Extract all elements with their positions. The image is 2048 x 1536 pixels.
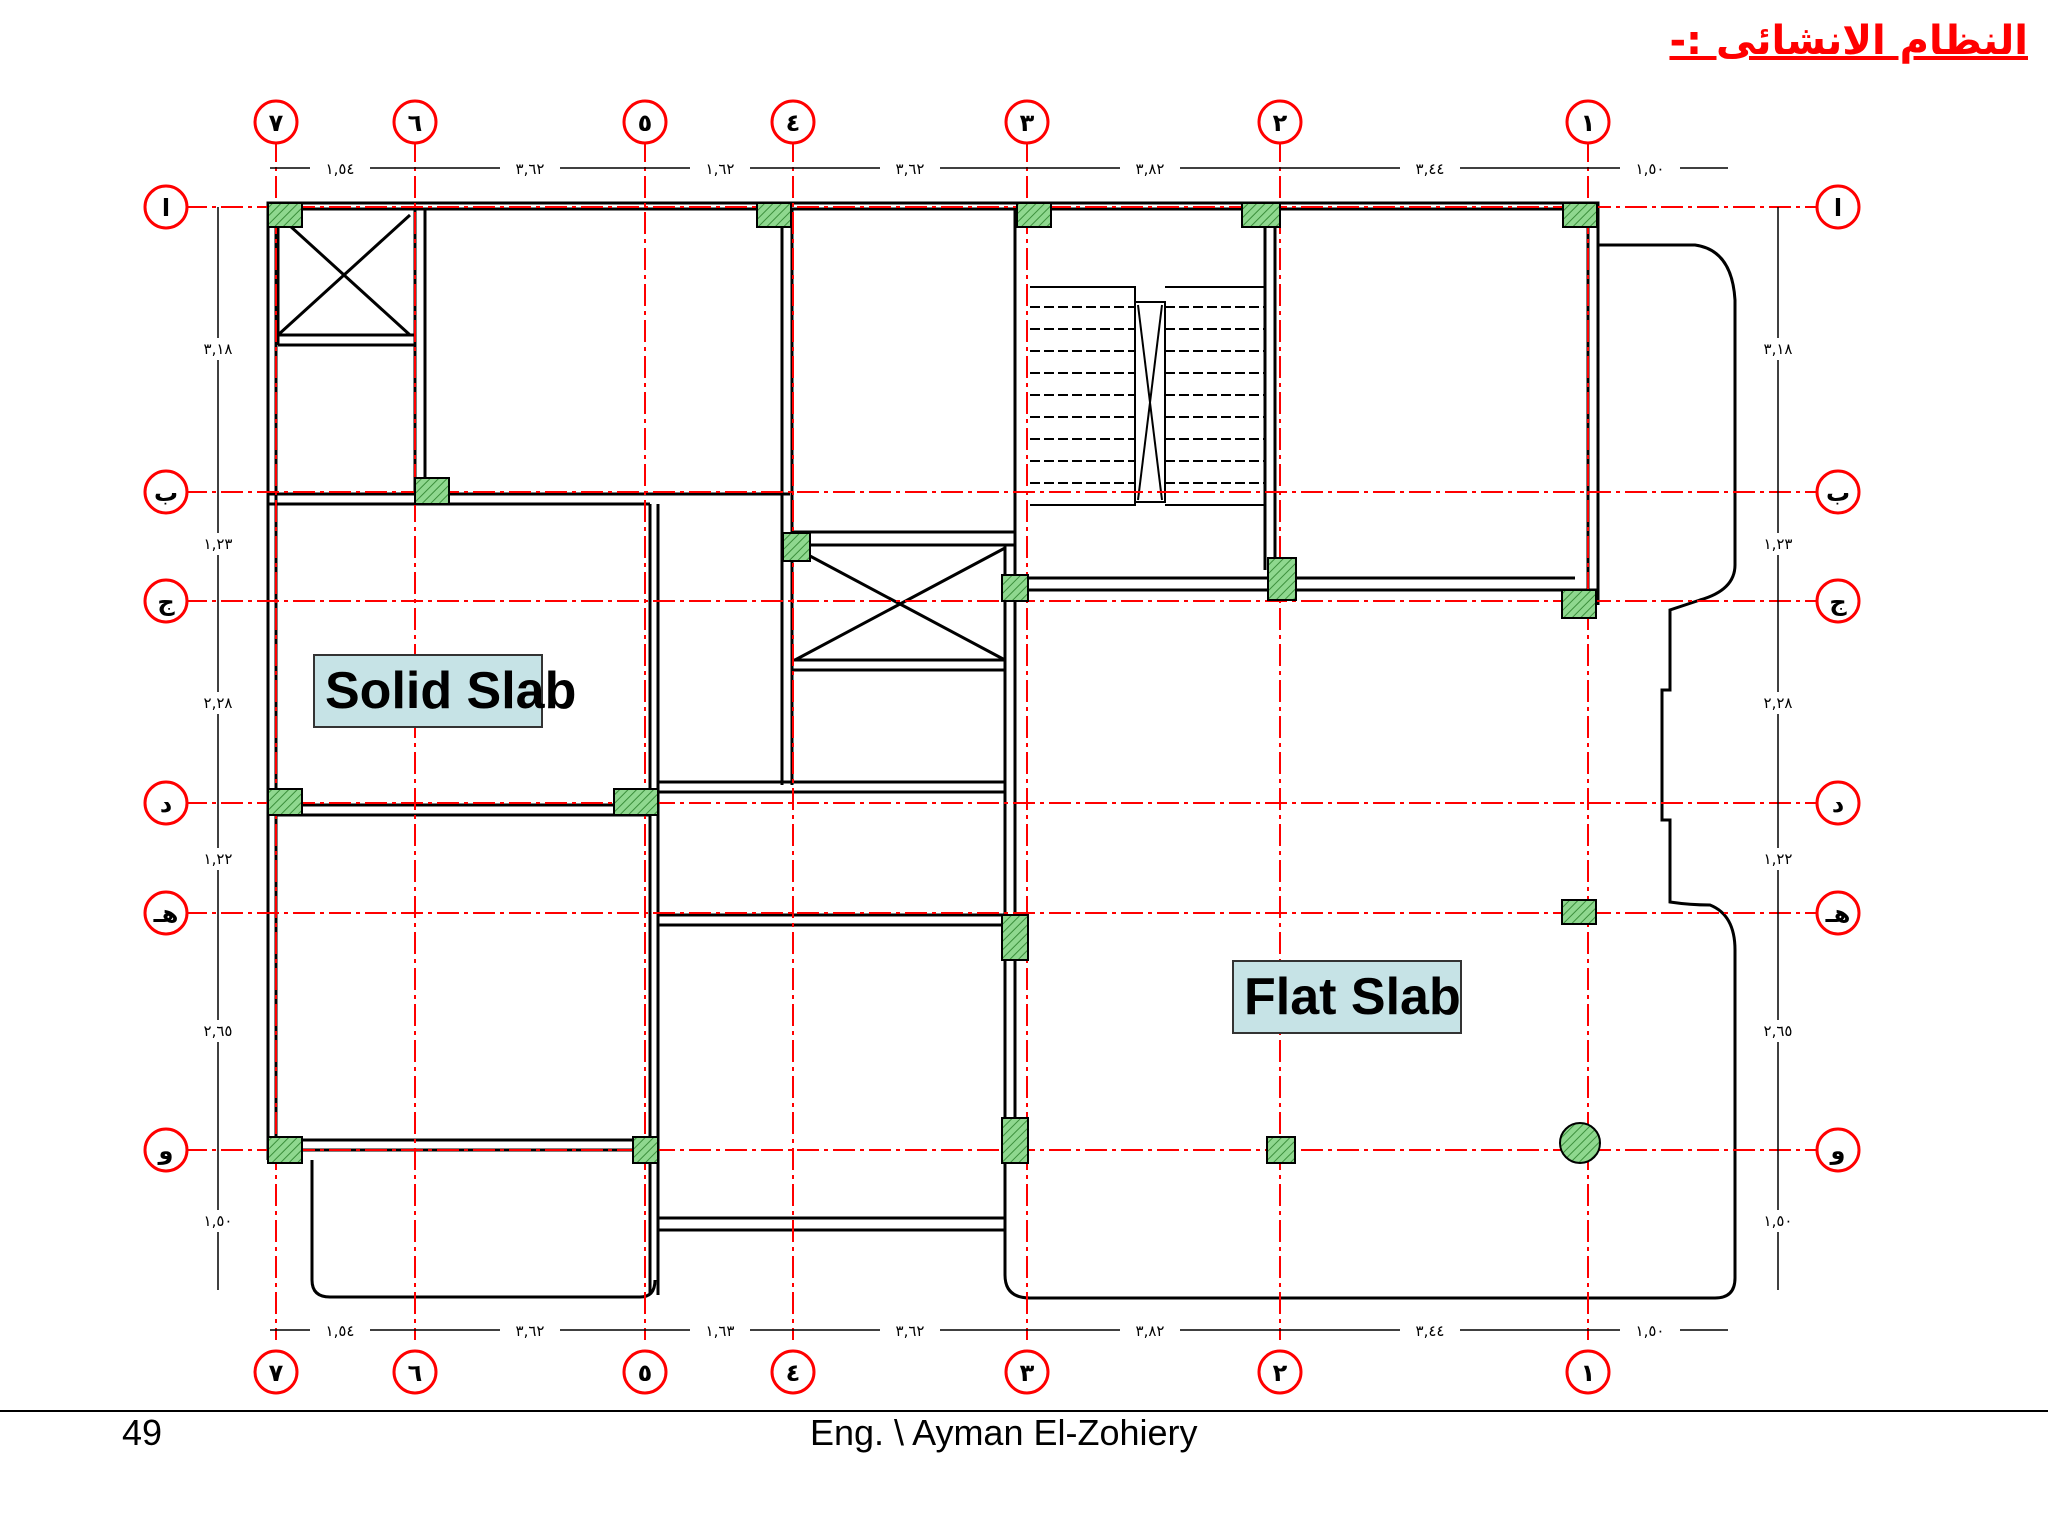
dimension-label: ١,٦٢ (706, 160, 735, 178)
dimension-label: ١,٢٢ (204, 850, 233, 868)
dimension-label: ٢,٢٨ (1764, 694, 1793, 712)
right-grid-bubbles: ا ب ج د هـ و (1815, 184, 1861, 1173)
column (267, 788, 303, 816)
dimension-label: ٢,٦٥ (204, 1022, 233, 1040)
bottom-grid-bubbles: ٧ ٦ ٥ ٤ ٣ ٢ ١ (253, 1349, 1611, 1395)
grid-bubble-label: ٧ (269, 109, 284, 137)
dimension-label: ٣,٨٢ (1136, 1322, 1165, 1340)
column (1561, 899, 1597, 925)
top-dimensions: ١,٥٤ ٣,٦٢ ١,٦٢ ٣,٦٢ ٣,٨٢ ٣,٤٤ ١,٥٠ (310, 158, 1680, 178)
grid-bubble-label: و (1830, 1137, 1846, 1165)
dimension-label: ١,٥٤ (326, 1322, 355, 1340)
page-title: النظام الانشائى :- (1669, 18, 2028, 64)
dimension-label: ٣,٤٤ (1416, 160, 1445, 178)
grid-bubble-label: ٤ (786, 1359, 801, 1387)
grid-bubble-label: ب (1826, 479, 1850, 507)
column (1241, 202, 1281, 228)
column (1001, 1117, 1029, 1164)
columns (267, 202, 1601, 1164)
grid-bubble-label: ٦ (408, 109, 423, 137)
column (782, 532, 811, 562)
column (414, 477, 450, 505)
page-number: 49 (122, 1412, 163, 1453)
dimension-lines (217, 167, 1779, 1331)
dimension-label: ١,٥٤ (326, 160, 355, 178)
dimension-label: ١,٥٠ (1636, 1322, 1665, 1340)
column (1001, 914, 1029, 961)
grid-bubble-label: ج (157, 588, 175, 616)
grid-bubble-label: ١ (1581, 109, 1596, 137)
grid-bubble-label: ج (1829, 588, 1847, 616)
bottom-dimensions: ١,٥٤ ٣,٦٢ ١,٦٣ ٣,٦٢ ٣,٨٢ ٣,٤٤ ١,٥٠ (310, 1320, 1680, 1340)
column (613, 788, 659, 816)
column (1001, 574, 1029, 602)
column (756, 202, 792, 228)
solid-slab-label: Solid Slab (313, 654, 576, 728)
grid-bubble-label: ٦ (408, 1359, 423, 1387)
column (1561, 589, 1597, 619)
grid-bubble-label: د (1832, 790, 1844, 818)
column (1016, 202, 1052, 228)
dimension-label: ١,٢٢ (1764, 850, 1793, 868)
dimension-label: ٣,٦٢ (516, 1322, 545, 1340)
balcony-top (1003, 243, 1737, 1300)
column (267, 1136, 303, 1164)
column (1562, 202, 1598, 228)
footer-divider (0, 1410, 2048, 1412)
walls (266, 201, 1737, 1300)
dimension-label: ٣,٨٢ (1136, 160, 1165, 178)
grid-bubble-label: د (160, 790, 172, 818)
dimension-label: ٣,٦٢ (896, 1322, 925, 1340)
dimension-label: ٣,١٨ (1764, 340, 1793, 358)
grid-bubble-label: و (158, 1137, 174, 1165)
structural-floor-plan: ١,٥٤ ٣,٦٢ ١,٦٢ ٣,٦٢ ٣,٨٢ ٣,٤٤ ١,٥٠ ١,٥٤ … (143, 99, 1861, 1395)
column (1267, 557, 1297, 601)
top-grid-bubbles: ٧ ٦ ٥ ٤ ٣ ٢ ١ (253, 99, 1611, 157)
round-column (1559, 1122, 1601, 1164)
grid-bubble-label: هـ (153, 900, 179, 928)
dimension-label: ٢,٦٥ (1764, 1022, 1793, 1040)
dimension-label: ١,٦٣ (706, 1322, 735, 1340)
right-dimensions: ٣,١٨ ١,٢٣ ٢,٢٨ ١,٢٢ ٢,٦٥ ١,٥٠ (1750, 338, 1806, 1232)
dimension-label: ٢,٢٨ (204, 694, 233, 712)
grid-bubble-label: ٣ (1020, 1359, 1035, 1387)
column (1266, 1136, 1296, 1164)
dimension-label: ١,٢٣ (204, 535, 233, 553)
grid-bubble-label: ٢ (1273, 1359, 1288, 1387)
grid-bubble-label: ٥ (638, 109, 653, 137)
left-dimensions: ٣,١٨ ١,٢٣ ٢,٢٨ ١,٢٢ ٢,٦٥ ١,٥٠ (190, 338, 246, 1232)
grid-bubble-label: ا (162, 194, 170, 222)
grid-bubble-label: هـ (1825, 900, 1851, 928)
dimension-label: ٣,١٨ (204, 340, 233, 358)
dimension-label: ١,٢٣ (1764, 535, 1793, 553)
dimension-label: ١,٥٠ (204, 1212, 233, 1230)
dimension-label: ١,٥٠ (1636, 160, 1665, 178)
column (632, 1136, 659, 1164)
grid-bubble-label: ب (154, 479, 178, 507)
grid-bubble-label: ٢ (1273, 109, 1288, 137)
grid-bubble-label: ٤ (786, 109, 801, 137)
flat-slab-label: Flat Slab (1232, 960, 1462, 1034)
left-grid-bubbles: ا ب ج د هـ و (143, 184, 189, 1173)
dimension-label: ٣,٦٢ (516, 160, 545, 178)
grid-bubble-label: ٧ (269, 1359, 284, 1387)
grid-bubble-label: ٣ (1020, 109, 1035, 137)
staircase (1030, 286, 1266, 506)
dimension-label: ٣,٤٤ (1416, 1322, 1445, 1340)
grid-bubble-label: ١ (1581, 1359, 1596, 1387)
grid-bubble-label: ا (1834, 194, 1842, 222)
dimension-label: ٣,٦٢ (896, 160, 925, 178)
footer-author: Eng. \ Ayman El-Zohiery (810, 1412, 1198, 1453)
column (267, 202, 303, 228)
dimension-label: ١,٥٠ (1764, 1212, 1793, 1230)
grid-bubble-label: ٥ (638, 1359, 653, 1387)
